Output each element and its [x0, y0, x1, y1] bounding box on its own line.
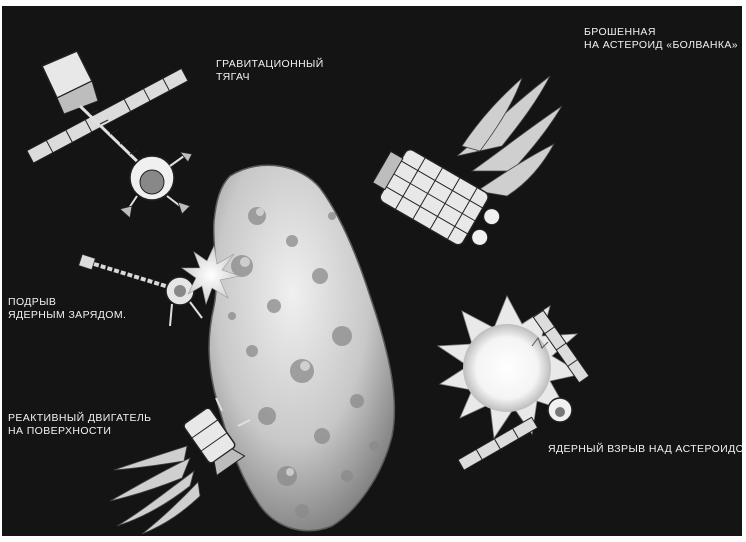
illustration-frame: ГРАВИТАЦИОННЫЙ ТЯГАЧ БРОШЕННАЯ НА АСТЕРО… — [2, 6, 742, 536]
flame-icon — [110, 446, 200, 534]
illustration-artwork — [2, 6, 742, 536]
abandoned-spacecraft-icon — [367, 76, 562, 257]
nuclear-blast-label-line1: ЯДЕРНЫЙ ВЗРЫВ НАД АСТЕРОИДО — [548, 443, 742, 456]
nuclear-blast-label: ЯДЕРНЫЙ ВЗРЫВ НАД АСТЕРОИДО — [548, 443, 742, 456]
gravity-tractor-label-line1: ГРАВИТАЦИОННЫЙ — [216, 58, 324, 71]
abandoned-craft-label: БРОШЕННАЯ НА АСТЕРОИД «БОЛВАНКА» — [584, 26, 738, 52]
surface-engine-label-line2: НА ПОВЕРХНОСТИ — [8, 425, 151, 438]
gravity-tractor-label-line2: ТЯГАЧ — [216, 71, 324, 84]
abandoned-craft-label-line1: БРОШЕННАЯ — [584, 26, 738, 39]
flame-icon — [457, 76, 562, 196]
nuclear-charge-label-line2: ЯДЕРНЫМ ЗАРЯДОМ. — [8, 309, 126, 322]
nuclear-charge-label-line1: ПОДРЫВ — [8, 296, 126, 309]
gravity-tractor-icon — [27, 51, 192, 218]
surface-engine-label: РЕАКТИВНЫЙ ДВИГАТЕЛЬ НА ПОВЕРХНОСТИ — [8, 412, 151, 438]
asteroid-icon — [209, 165, 394, 530]
gravity-tractor-label: ГРАВИТАЦИОННЫЙ ТЯГАЧ — [216, 58, 324, 84]
nuclear-charge-label: ПОДРЫВ ЯДЕРНЫМ ЗАРЯДОМ. — [8, 296, 126, 322]
surface-engine-label-line1: РЕАКТИВНЫЙ ДВИГАТЕЛЬ — [8, 412, 151, 425]
abandoned-craft-label-line2: НА АСТЕРОИД «БОЛВАНКА» — [584, 39, 738, 52]
